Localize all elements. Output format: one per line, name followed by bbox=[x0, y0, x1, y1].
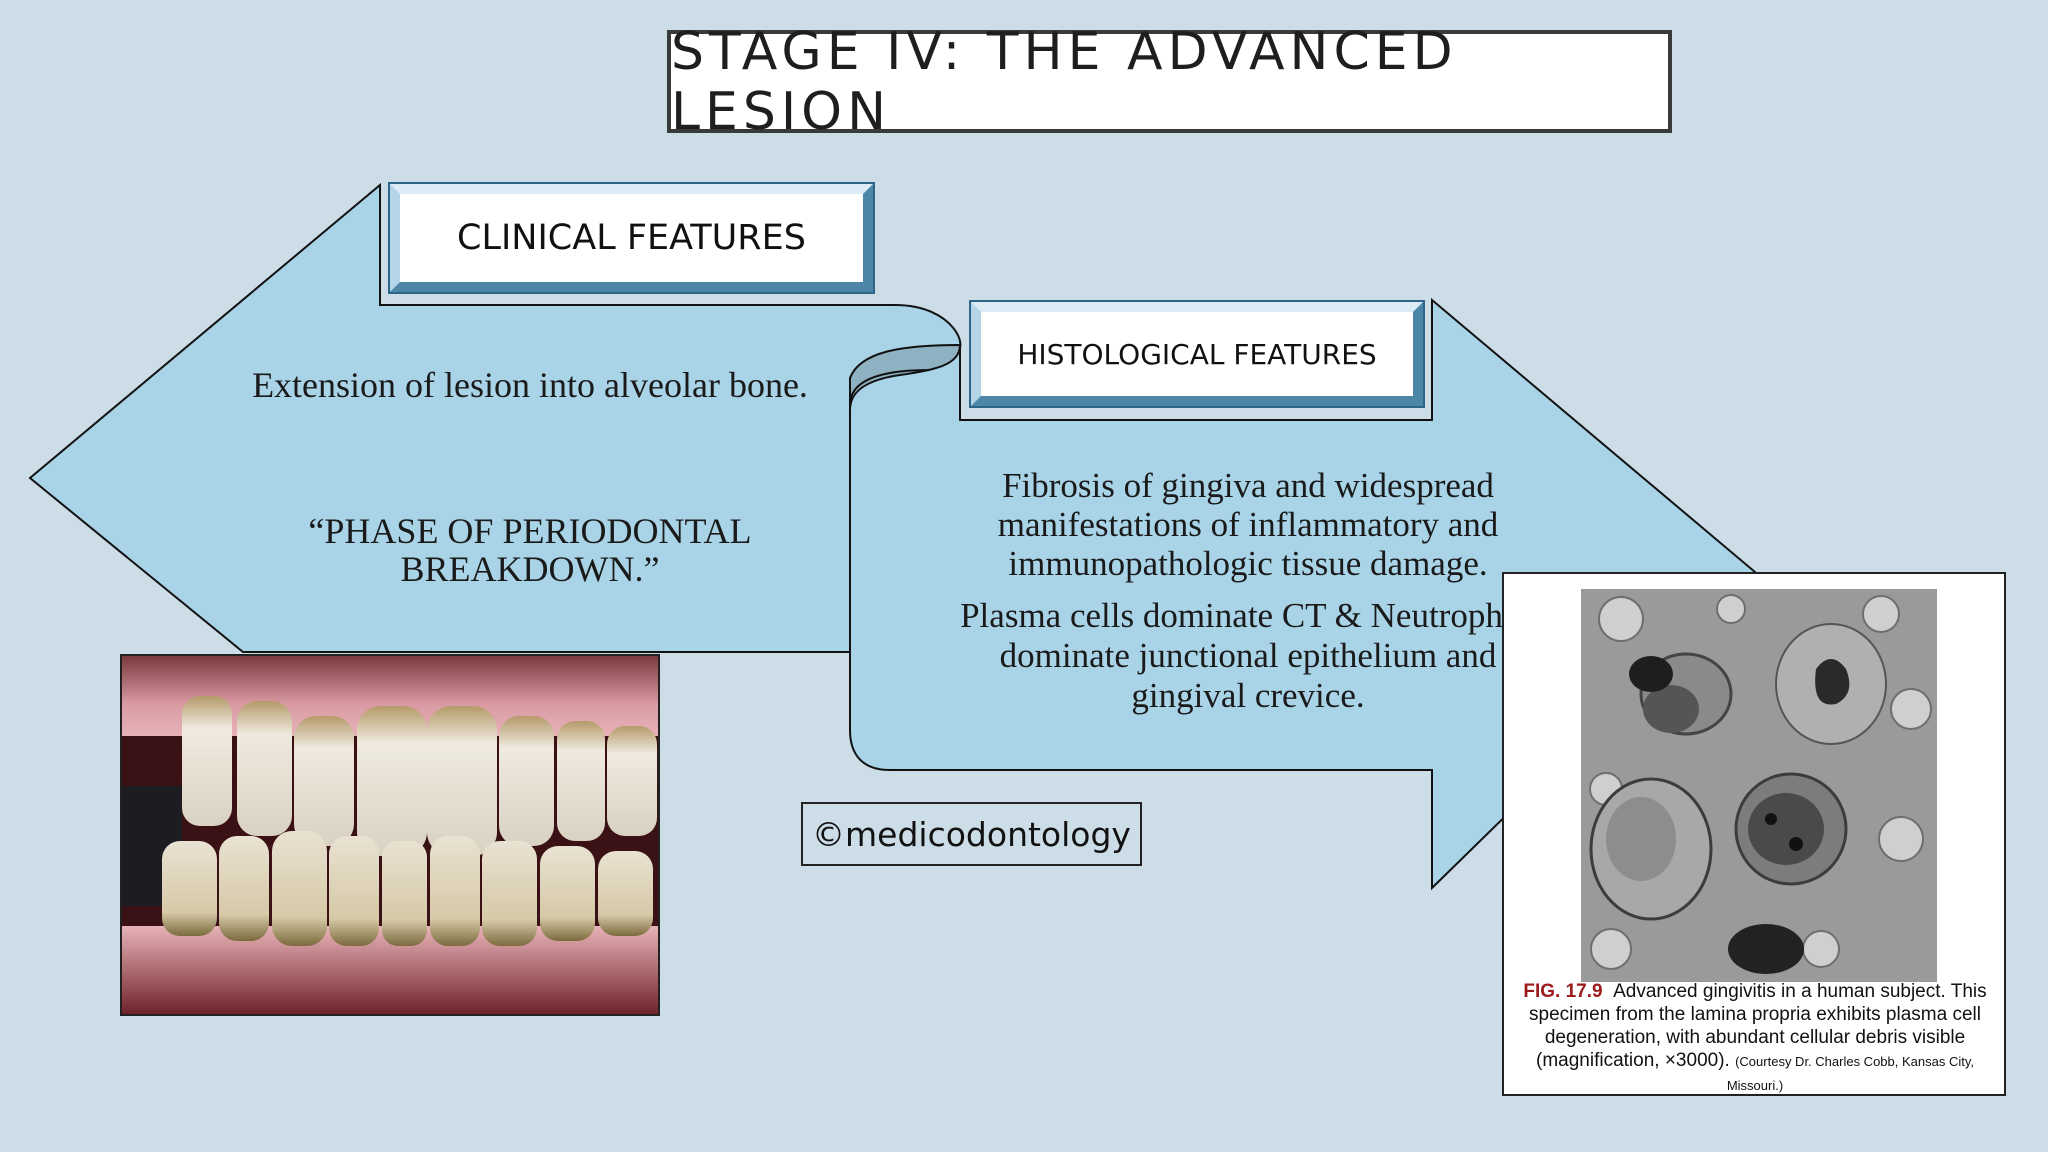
scroll-curl bbox=[849, 369, 931, 406]
caption-courtesy: (Courtesy Dr. Charles Cobb, Kansas City,… bbox=[1726, 1054, 1974, 1093]
teeth-photo bbox=[120, 654, 660, 1016]
figure-number: FIG. 17.9 bbox=[1523, 981, 1603, 1002]
clinical-features-label: CLINICAL FEATURES bbox=[388, 182, 875, 294]
clinical-phase-quote: “PHASE OF PERIODONTAL BREAKDOWN.” bbox=[308, 511, 752, 589]
slide-title: STAGE IV: THE ADVANCED LESION bbox=[667, 22, 1672, 142]
upper-teeth bbox=[182, 696, 657, 856]
histological-features-label: HISTOLOGICAL FEATURES bbox=[969, 300, 1425, 408]
watermark: ©medicodontology bbox=[801, 802, 1142, 866]
clinical-description: Extension of lesion into alveolar bone. bbox=[252, 365, 808, 405]
caption-text: Advanced gingivitis in a human subject. … bbox=[1529, 981, 1987, 1071]
lower-teeth bbox=[162, 831, 653, 946]
micrograph-image bbox=[1581, 589, 1937, 982]
histological-description: Fibrosis of gingiva and widespread manif… bbox=[997, 466, 1499, 583]
histological-cells: Plasma cells dominate CT & Neutrophils d… bbox=[960, 596, 1536, 715]
figure-caption: FIG. 17.9 Advanced gingivitis in a human… bbox=[1512, 980, 1998, 1097]
figure-panel: FIG. 17.9 Advanced gingivitis in a human… bbox=[1502, 572, 2006, 1096]
